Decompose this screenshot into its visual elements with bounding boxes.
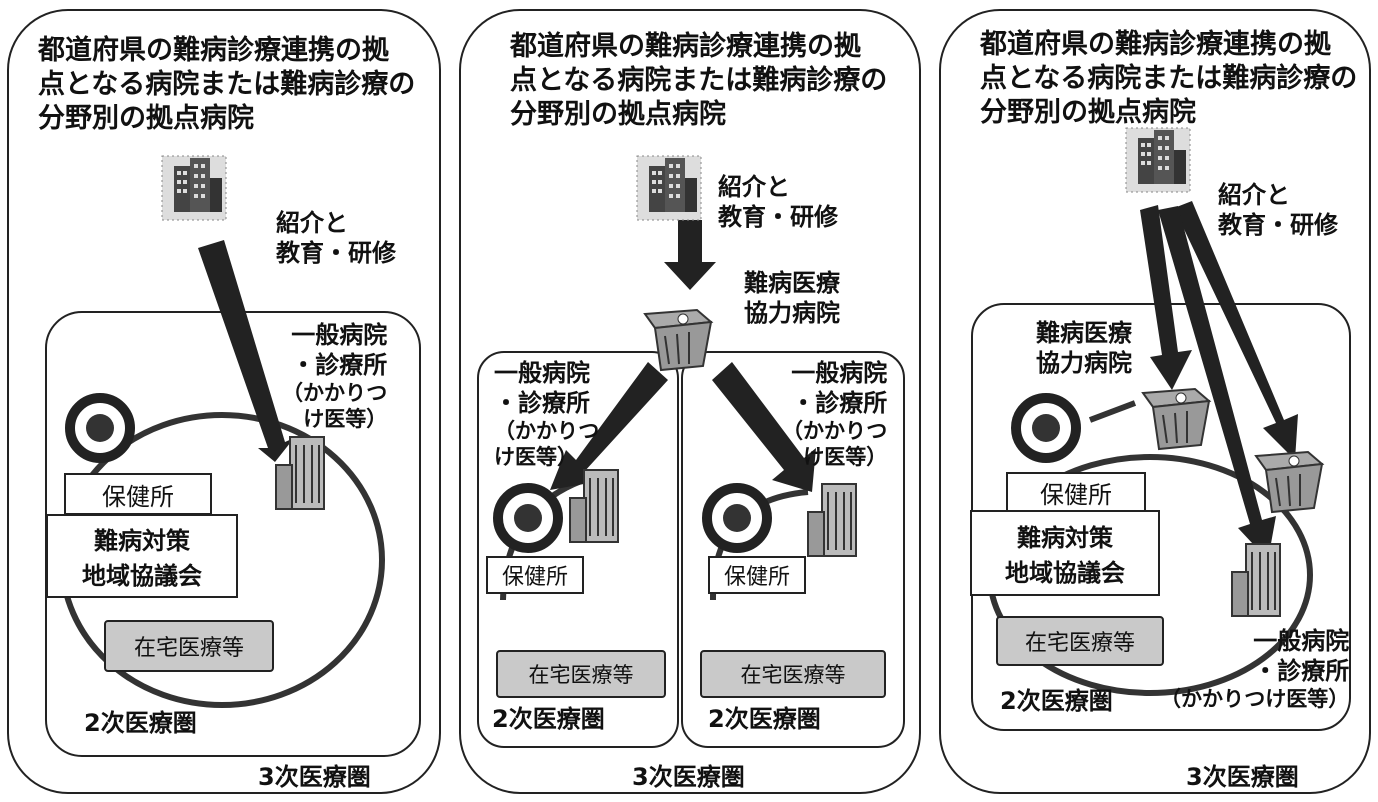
- panel2-referral-label: 紹介と 教育・研修: [718, 173, 838, 231]
- health-center-icon-2b: [707, 488, 767, 548]
- connector-3: [1088, 400, 1137, 423]
- secondary-region-2b: [681, 351, 905, 748]
- hub-hospital-icon-1: [161, 155, 227, 221]
- panel2a-general-clinic-label: 一般病院 ・診療所 （かかりつ け医等）: [494, 359, 600, 469]
- tertiary-region-1: [7, 9, 441, 794]
- panel3-heading: 都道府県の難病診療連携の拠 点となる病院または難病診療の 分野別の拠点病院: [980, 29, 1358, 128]
- hub-hospital-icon-3: [1125, 127, 1191, 193]
- panel1-heading: 都道府県の難病診療連携の拠 点となる病院または難病診療の 分野別の拠点病院: [38, 35, 416, 134]
- health-center-icon-1: [70, 398, 130, 458]
- hub-hospital-icon-2: [636, 155, 702, 221]
- general-clinic-icon-3: [1231, 543, 1281, 617]
- panel2-heading: 都道府県の難病診療連携の拠 点となる病院または難病診療の 分野別の拠点病院: [510, 31, 888, 130]
- arrow-hub-to-hospital-3: [1174, 201, 1298, 460]
- panel3-tertiary-label: 3次医療圏: [1186, 763, 1299, 791]
- panel2b-secondary-label: 2次医療圏: [708, 705, 821, 733]
- coop-hospital-icon-2: [644, 309, 712, 371]
- panel3-coop-label: 難病医療 協力病院: [1036, 319, 1132, 377]
- panel2a-health-center: 保健所: [486, 556, 584, 594]
- health-center-icon-2a: [498, 488, 558, 548]
- arrow-hub-to-general-1: [198, 240, 294, 462]
- health-center-icon-3: [1016, 398, 1076, 458]
- general-clinic-icon-2b: [807, 483, 857, 557]
- arrow-coop-to-general-2b: [712, 362, 816, 492]
- tertiary-region-3: [939, 9, 1371, 794]
- tertiary-region-2: [459, 9, 921, 794]
- panel1-general-clinic-label: 一般病院 ・診療所 （かかりつ け医等）: [282, 321, 388, 431]
- arrow-hub-to-coop-2: [664, 220, 716, 290]
- panel3-general-clinic-label: 一般病院 ・診療所 （かかりつけ医等）: [1160, 627, 1350, 711]
- panel3-health-center: 保健所: [1006, 472, 1146, 512]
- panel1-home-care: 在宅医療等: [104, 620, 274, 672]
- panel2b-health-center: 保健所: [708, 556, 806, 594]
- panel1-council: 難病対策 地域協議会: [46, 514, 238, 598]
- panel1-secondary-label: 2次医療圏: [84, 709, 197, 737]
- panel2a-home-care: 在宅医療等: [496, 650, 666, 698]
- panel3-referral-label: 紹介と 教育・研修: [1218, 181, 1338, 239]
- panel2-coop-label: 難病医療 協力病院: [744, 269, 840, 327]
- panel2a-secondary-label: 2次医療圏: [492, 705, 605, 733]
- panel3-council: 難病対策 地域協議会: [970, 510, 1160, 596]
- panel3-secondary-label: 2次医療圏: [1000, 687, 1113, 715]
- hospital-icon-3: [1255, 451, 1323, 513]
- panel2b-home-care: 在宅医療等: [700, 650, 886, 698]
- panel1-referral-label: 紹介と 教育・研修: [276, 209, 396, 267]
- secondary-region-2a: [477, 351, 679, 748]
- arrow-coop-to-general-2a: [550, 362, 668, 490]
- panel1-tertiary-label: 3次医療圏: [258, 763, 371, 791]
- panel1-health-center: 保健所: [64, 473, 212, 515]
- panel3-home-care: 在宅医療等: [996, 616, 1164, 666]
- arrow-hub-to-general-3: [1158, 206, 1276, 560]
- arrow-hub-to-coop-3: [1140, 205, 1192, 390]
- coop-hospital-icon-3: [1142, 388, 1210, 450]
- panel2-tertiary-label: 3次医療圏: [632, 763, 745, 791]
- panel2b-general-clinic-label: 一般病院 ・診療所 （かかりつ け医等）: [782, 359, 888, 469]
